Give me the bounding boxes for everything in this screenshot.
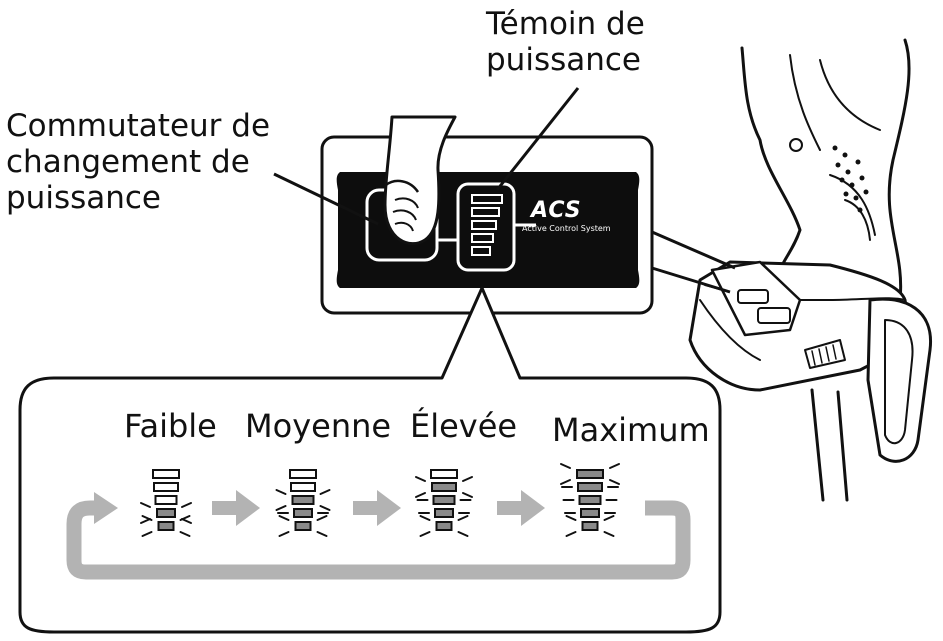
indicator-leader-line [495,87,580,191]
finger-press-icon [383,115,457,246]
level-indicator-4 [560,463,620,537]
lit-segment [293,508,313,518]
glow-ray [141,515,153,521]
glow-ray [457,531,469,537]
glow-ray [278,531,290,537]
lit-segment [431,482,457,492]
panel-indicator-segment [471,207,500,217]
glow-ray [609,463,620,469]
unlit-segment [152,469,180,479]
glow-ray [560,479,571,485]
lit-segment [435,521,453,531]
glow-ray [457,515,469,521]
glow-ray [319,489,331,495]
glow-ray [141,531,153,537]
glow-ray [316,515,328,521]
lit-segment [294,521,312,531]
lit-segment [576,469,604,479]
glow-ray [415,492,426,498]
glow-ray [278,515,290,521]
glow-ray [316,531,328,537]
glow-ray [565,531,577,537]
panel-indicator-segment [471,233,494,243]
unlit-segment [289,469,317,479]
switch-leader-line [273,172,379,226]
level-indicator-2 [275,469,331,537]
unlit-segment [430,469,458,479]
level-indicator-3 [415,469,473,537]
acs-logo: ACS [531,198,582,223]
glow-ray [419,531,431,537]
lit-segment [432,495,456,505]
lit-segment [291,495,315,505]
glow-ray [462,492,473,498]
glow-ray [462,476,473,482]
glow-ray [560,463,571,469]
glow-ray [181,502,192,508]
lit-segment [580,508,600,518]
power-switch-label: Commutateur de changement de puissance [6,108,271,216]
cycle-arrow-icon [66,492,691,580]
glow-ray [609,479,620,485]
glow-ray [603,531,615,537]
unlit-segment [290,482,316,492]
glow-ray [179,515,191,521]
glow-ray [179,531,191,537]
unlit-segment [153,482,179,492]
glow-ray [140,502,151,508]
glow-ray [275,489,287,495]
level-arrows [212,490,545,526]
lit-segment [157,521,175,531]
power-indicator [456,182,516,272]
drill-tool-icon [688,38,933,502]
panel-indicator-segment [471,194,503,204]
lit-segment [578,495,602,505]
level-indicator-1 [140,469,192,537]
level-label-maximum: Maximum [552,411,710,449]
panel-indicator-bars [471,194,503,256]
level-label-faible: Faible [124,407,217,445]
level-label-moyenne: Moyenne [245,407,392,445]
level-label-elevee: Élevée [410,407,518,445]
glow-ray [415,476,426,482]
panel-indicator-segment [471,220,497,230]
lit-segment [156,508,176,518]
glow-ray [419,515,431,521]
glow-ray [603,515,615,521]
lit-segment [581,521,599,531]
glow-ray [275,505,287,511]
acs-logo-subtitle: Active Control System [522,224,611,233]
glow-ray [319,505,331,511]
lit-segment [434,508,454,518]
power-indicator-label: Témoin de puissance [486,6,645,78]
panel-indicator-segment [471,246,491,256]
glow-ray [565,515,577,521]
level-indicators [140,463,620,537]
unlit-segment [154,495,178,505]
lit-segment [577,482,603,492]
cycle-box [18,286,722,634]
